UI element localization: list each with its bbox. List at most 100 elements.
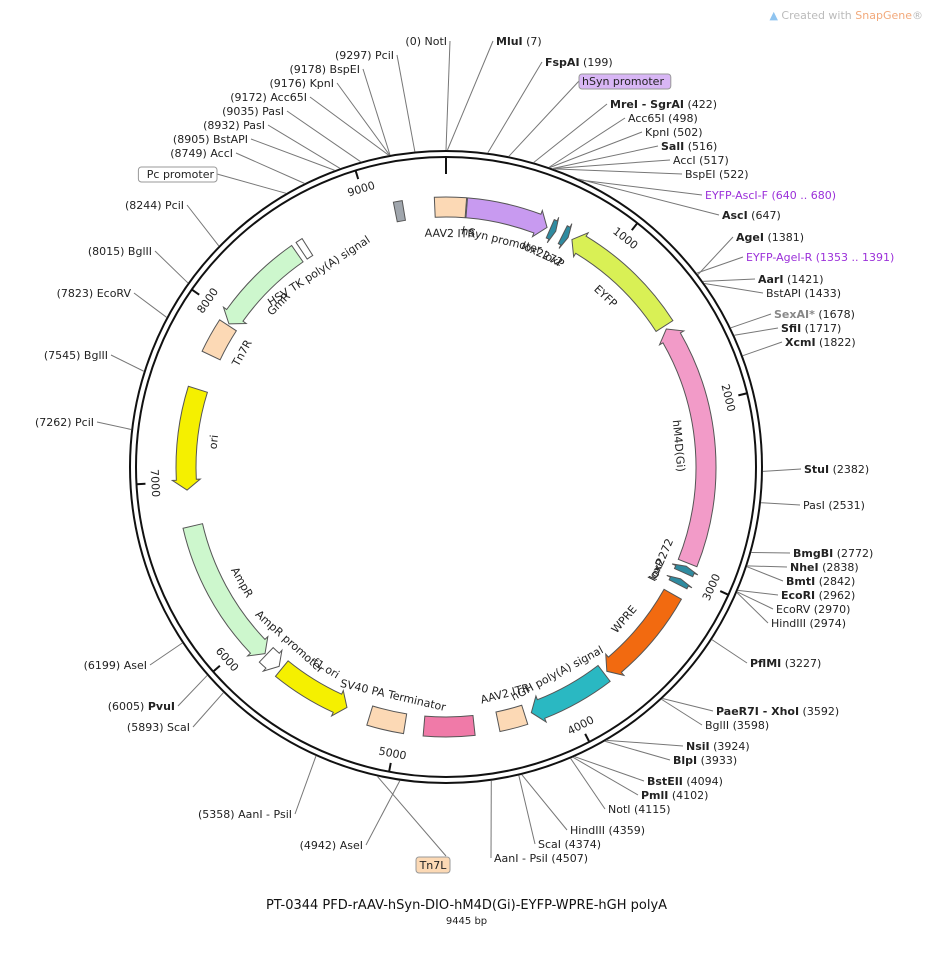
- tick-line: [212, 664, 221, 673]
- site-leader: [235, 152, 305, 184]
- site-leader: [662, 698, 714, 712]
- site-leader: [734, 327, 779, 336]
- site-leader: [149, 642, 183, 666]
- site-leader: [336, 82, 390, 156]
- site-leader: [487, 61, 543, 154]
- site-leader: [286, 110, 361, 163]
- site-label: (8244) PciI: [125, 199, 184, 212]
- site-label: EYFP-AgeI-R (1353 .. 1391): [746, 251, 894, 264]
- site-leader: [697, 236, 734, 275]
- tick-line: [738, 392, 748, 397]
- site-leader: [552, 159, 671, 170]
- site-leader: [309, 96, 390, 156]
- site-leader: [508, 80, 580, 157]
- site-label: (7262) PciI: [35, 416, 94, 429]
- site-leader: [737, 591, 774, 610]
- site-leader: [737, 589, 779, 596]
- site-label: BstAPI (1433): [766, 287, 841, 300]
- site-label: EYFP-AscI-F (640 .. 680): [705, 189, 836, 202]
- feature-aav2-itr-b: [495, 704, 529, 733]
- site-label: (6199) AseI: [84, 659, 147, 672]
- watermark-brand: SnapGene: [855, 9, 912, 22]
- site-leader: [548, 117, 626, 168]
- feature-hgh-poly-a-signal: [530, 664, 611, 724]
- feature-ori: [170, 385, 209, 491]
- site-leader: [294, 755, 317, 815]
- site-label: (4942) AseI: [300, 839, 363, 852]
- feature-wpre: [605, 588, 683, 677]
- site-label: (8015) BglII: [88, 245, 152, 258]
- site-label: (9176) KpnI: [270, 77, 335, 90]
- feature-ampr: [182, 523, 269, 657]
- site-leader: [177, 675, 208, 707]
- site-leader: [549, 131, 643, 168]
- feature-label: EYFP: [591, 283, 620, 311]
- site-label: ScaI (4374): [538, 838, 601, 851]
- site-leader: [661, 698, 703, 726]
- tick-label: 4000: [565, 713, 596, 737]
- feature-lox2272-a: [545, 217, 560, 244]
- site-leader: [742, 341, 783, 357]
- site-label: KpnI (502): [645, 126, 703, 139]
- site-leader: [572, 756, 639, 796]
- site-leader: [552, 145, 659, 169]
- tick-line: [136, 482, 146, 486]
- watermark-prefix: Created with: [781, 9, 856, 22]
- feature-tn7r: [201, 319, 238, 361]
- plasmid-backbone: [129, 150, 763, 784]
- site-label: (9178) BspEI: [289, 63, 360, 76]
- site-label: AscI (647): [722, 209, 781, 222]
- site-leader: [362, 68, 391, 156]
- site-label: HindIII (2974): [771, 617, 846, 630]
- feature-label: hM4D(Gi): [670, 419, 688, 472]
- feature-hsv-tk-poly-a-signal: [295, 237, 314, 260]
- feature-gray-block: [392, 200, 407, 223]
- site-leader: [96, 421, 132, 430]
- site-label: (8932) PasI: [203, 119, 265, 132]
- site-label-box: [578, 73, 672, 90]
- site-leader: [747, 565, 788, 568]
- watermark-mark: ®: [912, 9, 923, 22]
- site-label: EcoRI (2962): [781, 589, 855, 602]
- site-label: XcmI (1822): [785, 336, 856, 349]
- site-leader: [553, 168, 683, 175]
- feature-hsyn-promoter: [465, 197, 548, 238]
- site-leader: [396, 54, 416, 152]
- site-label: MreI - SgrAI (422): [610, 98, 717, 111]
- backbone-outer-ring: [129, 150, 763, 784]
- site-label: FspAI (199): [545, 56, 613, 69]
- site-leader: [521, 774, 568, 831]
- site-label: SalI (516): [661, 140, 717, 153]
- feature-label: ori: [207, 434, 221, 450]
- site-leader: [154, 250, 189, 284]
- site-leader: [570, 758, 606, 810]
- tick-label: 3000: [700, 572, 723, 603]
- feature-aav2-itr: [433, 196, 468, 219]
- site-leader: [578, 178, 720, 216]
- site-leader: [365, 780, 401, 846]
- site-leader: [192, 692, 224, 728]
- plasmid-length: 9445 bp: [445, 916, 488, 927]
- site-label: Acc65I (498): [628, 112, 698, 125]
- feature-label: SV40 PA Terminator: [339, 677, 448, 714]
- feature-ampr-promoter: [258, 646, 283, 673]
- site-label: (7545) BglII: [44, 349, 108, 362]
- site-label: AarI (1421): [758, 273, 824, 286]
- site-label: BmtI (2842): [786, 575, 855, 588]
- feature-sv40-pa-terminator: [366, 705, 408, 735]
- tn7l-box: [415, 856, 451, 874]
- site-label: MluI (7): [496, 35, 542, 48]
- site-leader: [736, 592, 769, 624]
- tick-line: [631, 222, 639, 231]
- site-label: HindIII (4359): [570, 824, 645, 837]
- site-label: EcoRV (2970): [776, 603, 850, 616]
- site-leader: [533, 103, 608, 163]
- snapgene-logo-icon: ▲: [769, 9, 778, 22]
- site-leader: [711, 639, 748, 664]
- site-label: (8749) AccI: [170, 147, 233, 160]
- site-label: BstEII (4094): [647, 775, 723, 788]
- tn7l-label: Tn7L: [419, 859, 448, 872]
- site-label: BspEI (522): [685, 168, 749, 181]
